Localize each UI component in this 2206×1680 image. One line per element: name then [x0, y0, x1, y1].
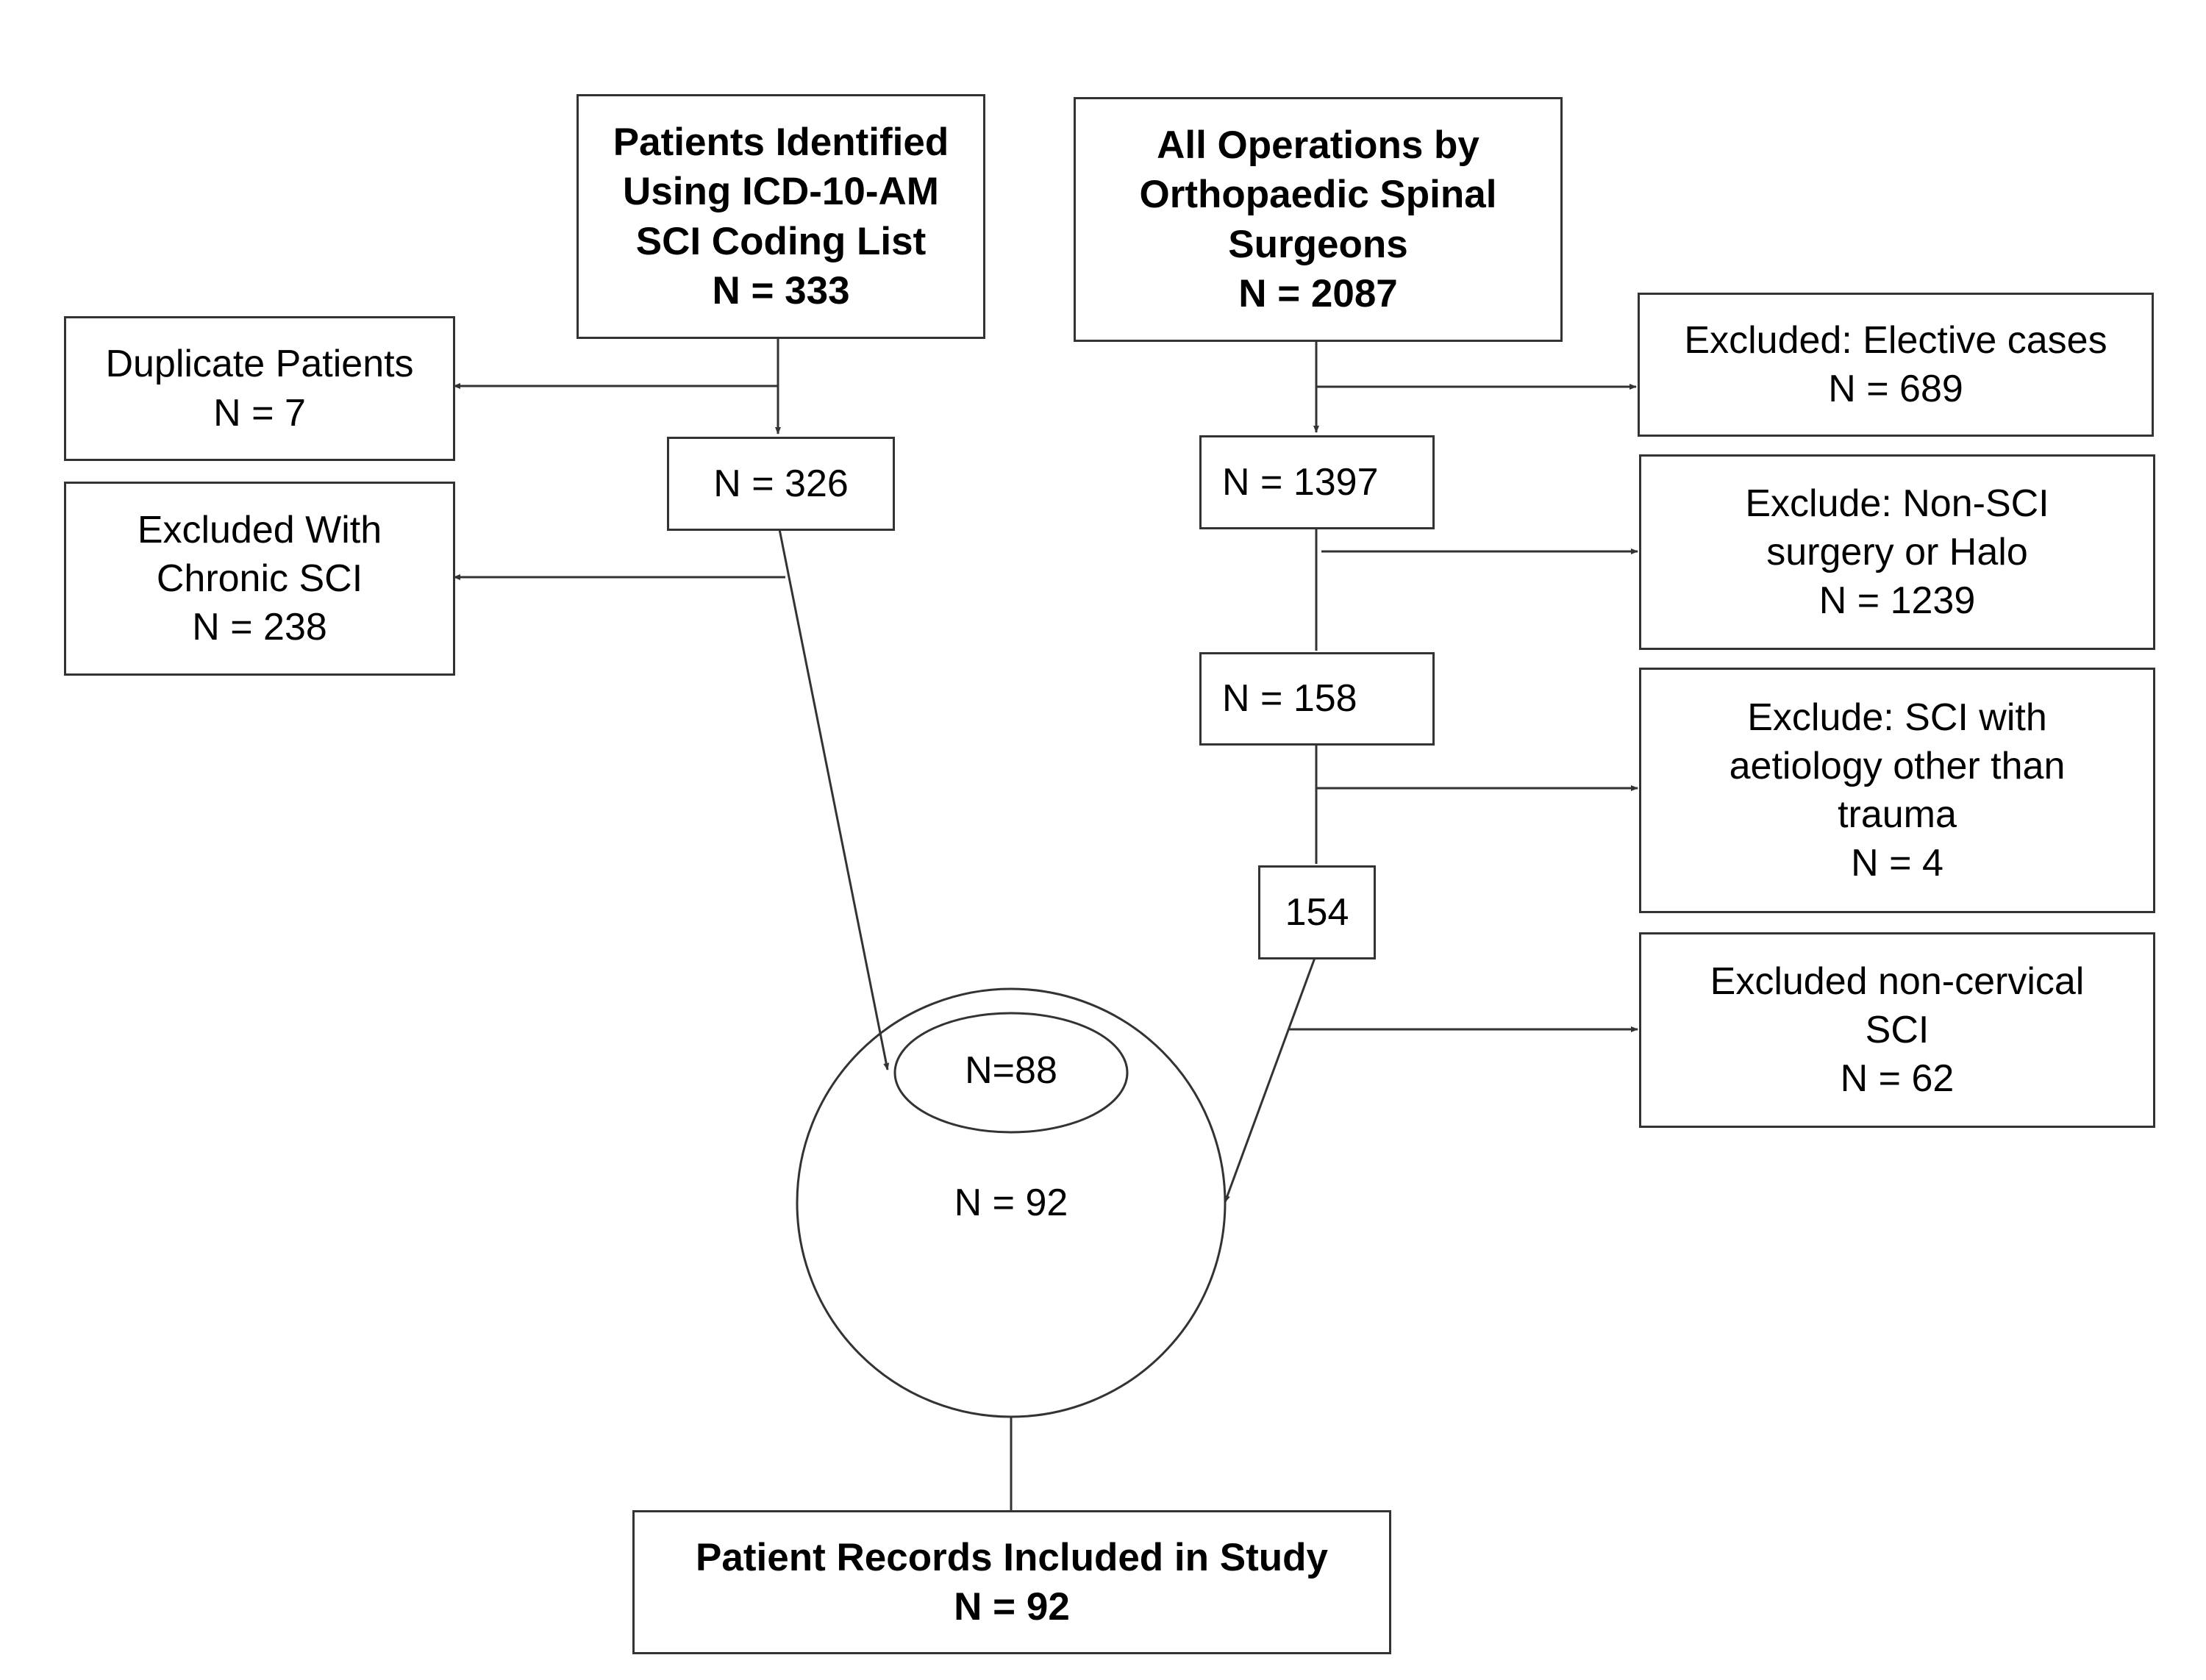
overlap-outer-label: N = 92: [954, 1182, 1068, 1224]
right-source-line-4: N = 2087: [1238, 271, 1398, 315]
left-source-line-3: SCI Coding List: [635, 219, 927, 263]
chronic-line-2: Chronic SCI: [156, 557, 363, 600]
aetiology-line-4: N = 4: [1851, 842, 1943, 885]
arrow-n154-to-outer-circle: [1224, 957, 1316, 1203]
aetiology-line-1: Exclude: SCI with: [1747, 696, 2047, 739]
left-source-line-2: Using ICD-10-AM: [623, 170, 939, 214]
non-sci-excluded-box: Exclude: Non-SCI surgery or Halo N = 123…: [1639, 454, 2155, 650]
elective-line-1: Excluded: Elective cases: [1684, 318, 2107, 362]
right-n154-label: 154: [1285, 890, 1349, 934]
right-n158-label: N = 158: [1222, 677, 1357, 721]
right-source-line-2: Orthopaedic Spinal: [1139, 173, 1497, 217]
aetiology-excluded-box: Exclude: SCI with aetiology other than t…: [1639, 668, 2155, 913]
non-cervical-excluded-box: Excluded non-cervical SCI N = 62: [1639, 932, 2155, 1128]
left-n326-box: N = 326: [667, 437, 895, 531]
aetiology-line-3: trauma: [1838, 793, 1957, 836]
non-sci-line-3: N = 1239: [1818, 579, 1976, 623]
right-source-box: All Operations by Orthopaedic Spinal Sur…: [1074, 97, 1563, 342]
non-cervical-line-3: N = 62: [1840, 1057, 1955, 1101]
final-line-1: Patient Records Included in Study: [696, 1535, 1328, 1579]
arrow-n326-to-inner-ellipse: [778, 529, 890, 1070]
right-n158-box: N = 158: [1199, 652, 1435, 746]
overlap-inner-label: N=88: [965, 1049, 1057, 1092]
non-cervical-line-2: SCI: [1865, 1008, 1930, 1051]
right-source-line-3: Surgeons: [1228, 222, 1408, 266]
non-sci-line-1: Exclude: Non-SCI: [1745, 482, 2049, 525]
chronic-sci-box: Excluded With Chronic SCI N = 238: [64, 482, 455, 676]
duplicate-line-1: Duplicate Patients: [105, 343, 414, 386]
final-included-box: Patient Records Included in Study N = 92: [632, 1510, 1391, 1654]
left-source-box: Patients Identified Using ICD-10-AM SCI …: [577, 94, 985, 339]
elective-excluded-box: Excluded: Elective cases N = 689: [1638, 293, 2154, 437]
right-n1397-box: N = 1397: [1199, 435, 1435, 529]
duplicate-line-2: N = 7: [213, 391, 306, 435]
aetiology-line-2: aetiology other than: [1729, 744, 2066, 787]
non-sci-line-2: surgery or Halo: [1766, 530, 2028, 573]
left-source-line-4: N = 333: [712, 268, 850, 312]
left-source-line-1: Patients Identified: [613, 120, 949, 164]
chronic-line-3: N = 238: [192, 606, 327, 649]
final-line-2: N = 92: [954, 1585, 1070, 1629]
right-n1397-label: N = 1397: [1222, 460, 1379, 504]
right-n154-box: 154: [1258, 865, 1376, 959]
duplicate-patients-box: Duplicate Patients N = 7: [64, 316, 455, 461]
inner-ellipse: [893, 1012, 1129, 1134]
right-source-line-1: All Operations by: [1157, 123, 1479, 167]
non-cervical-line-1: Excluded non-cervical: [1710, 959, 2085, 1003]
left-n326-label: N = 326: [713, 462, 849, 505]
chronic-line-1: Excluded With: [137, 508, 382, 551]
elective-line-2: N = 689: [1828, 368, 1963, 410]
